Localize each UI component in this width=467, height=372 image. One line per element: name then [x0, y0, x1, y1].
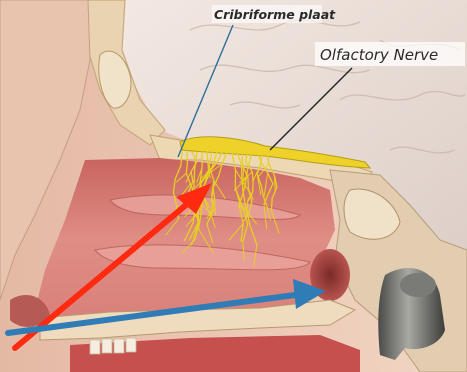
cribriform-label: Cribriforme plaat [214, 7, 336, 22]
eustachian-tube-opening [400, 273, 436, 297]
olfactory-nerve-label: Olfactory Nerve [320, 46, 438, 64]
